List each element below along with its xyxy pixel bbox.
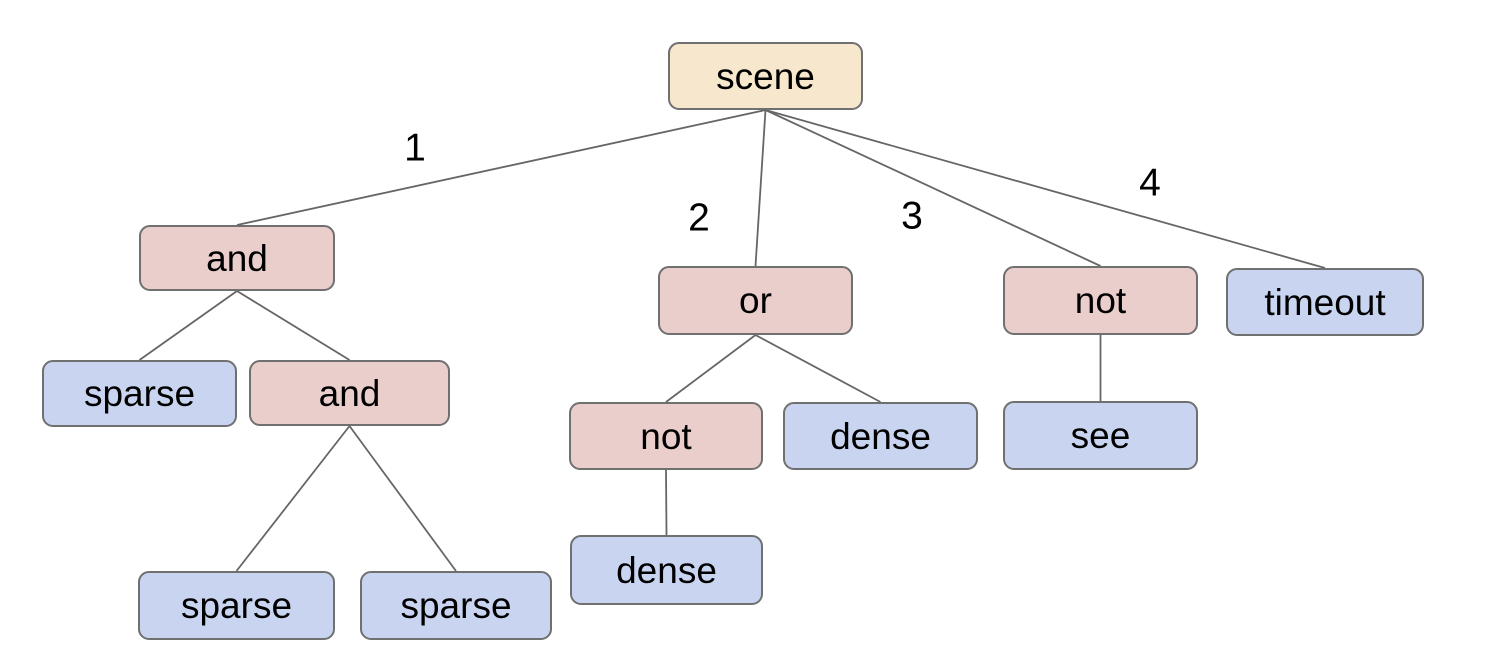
edge-and1-to-sparse1	[138, 290, 238, 361]
edge-and2-to-sparse3	[348, 425, 457, 572]
edge-or1-to-not2	[665, 334, 757, 403]
node-and1: and	[139, 225, 335, 291]
edge-label-4: 4	[1139, 161, 1161, 205]
node-and2: and	[249, 360, 450, 426]
node-sparse3: sparse	[360, 571, 552, 640]
edge-and1-to-and2	[236, 290, 350, 361]
node-dense1: dense	[783, 402, 978, 470]
node-sparse2: sparse	[138, 571, 335, 640]
edge-scene-to-or1	[754, 109, 767, 267]
node-not2: not	[569, 402, 763, 470]
edge-label-3: 3	[901, 194, 923, 238]
edge-label-1: 1	[404, 126, 426, 170]
edge-scene-to-timeout1	[765, 109, 1326, 269]
node-or1: or	[658, 266, 853, 335]
node-not1: not	[1003, 266, 1198, 335]
node-sparse1: sparse	[42, 360, 237, 427]
node-timeout1: timeout	[1226, 268, 1424, 336]
edge-label-2: 2	[688, 196, 710, 240]
node-scene: scene	[668, 42, 863, 110]
edge-or1-to-dense1	[755, 334, 881, 403]
node-dense2: dense	[570, 535, 763, 605]
edge-scene-to-and1	[236, 109, 766, 226]
edge-not2-to-dense2	[665, 469, 668, 536]
edge-and2-to-sparse2	[235, 425, 351, 572]
edge-scene-to-not1	[765, 109, 1101, 267]
node-see1: see	[1003, 401, 1198, 470]
